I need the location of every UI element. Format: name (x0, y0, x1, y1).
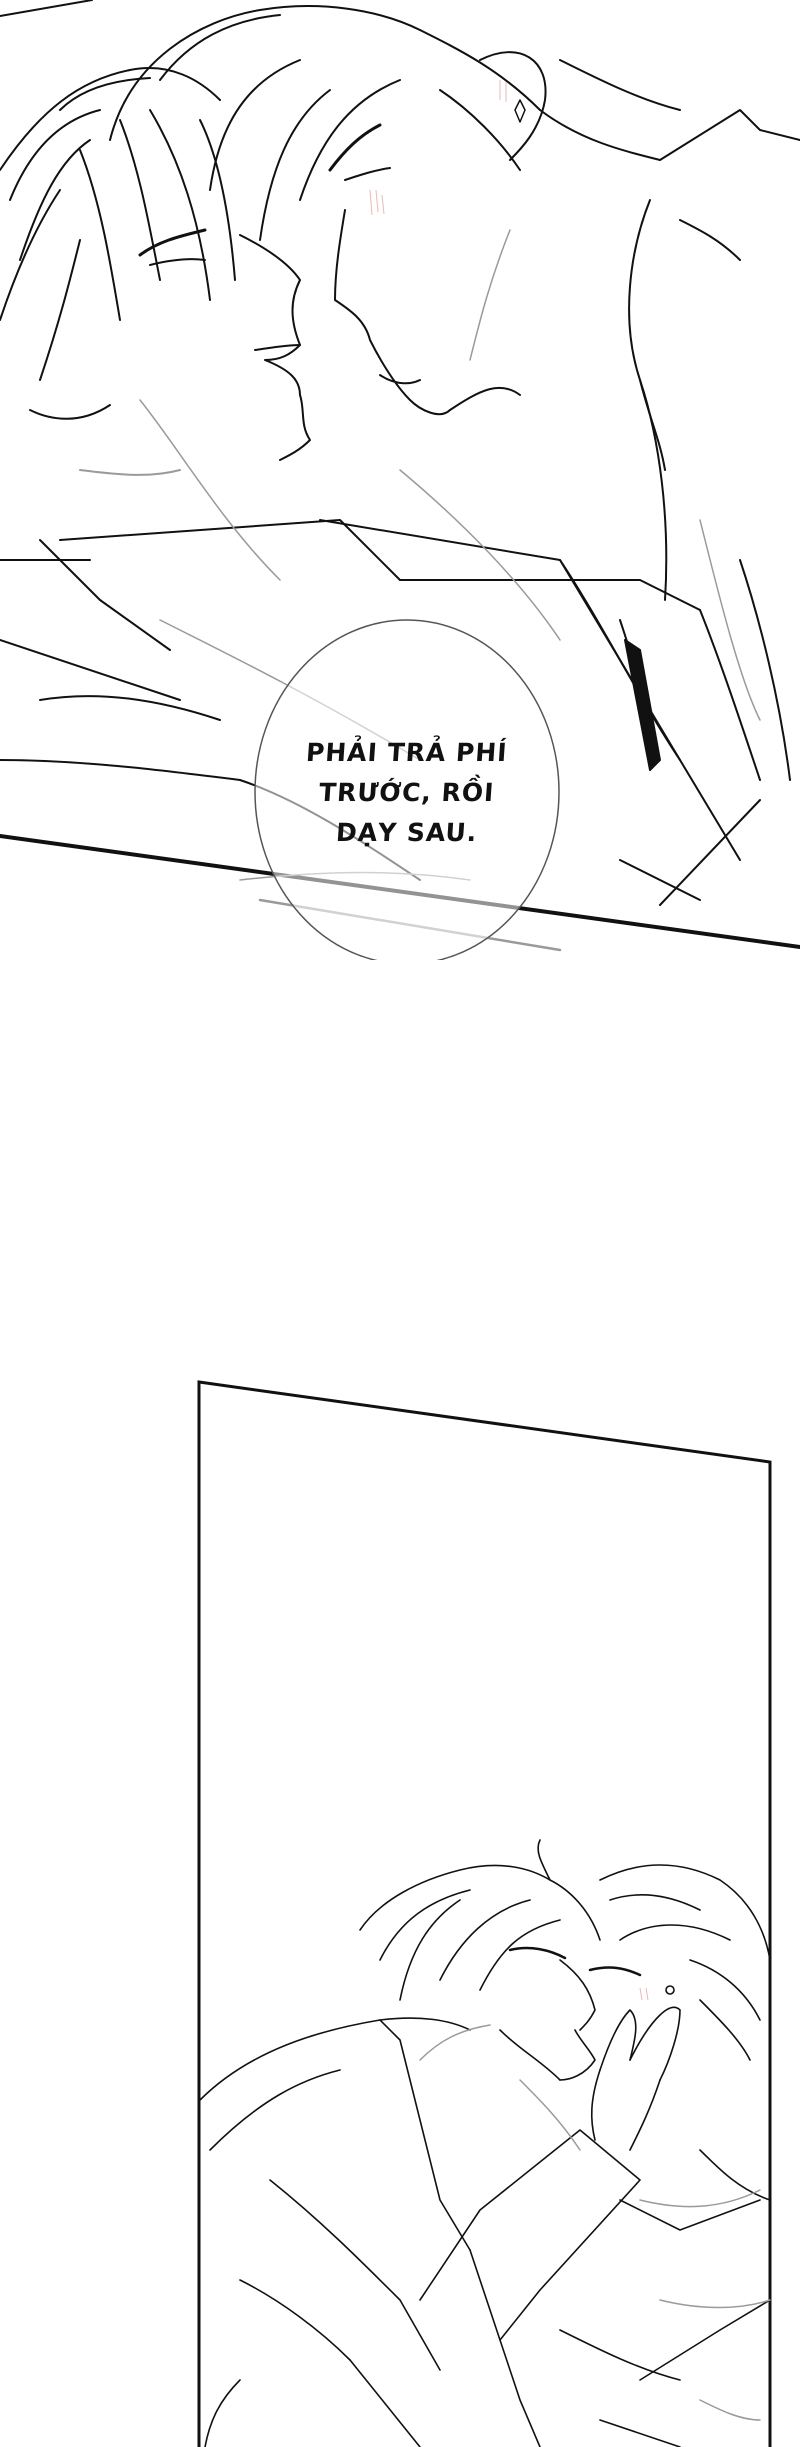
panel-1-artwork (0, 0, 800, 960)
bubble-line-3: DẠY SAU. (335, 818, 479, 847)
bubble-line-2: TRƯỚC, RỒI (318, 778, 496, 807)
speech-bubble-outline (254, 619, 560, 960)
panel-2-border (197, 1380, 772, 2447)
bubble-line-1: PHẢI TRẢ PHÍ (305, 738, 509, 767)
speech-bubble: PHẢI TRẢ PHÍ TRƯỚC, RỒI DẠY SAU. (254, 620, 560, 966)
